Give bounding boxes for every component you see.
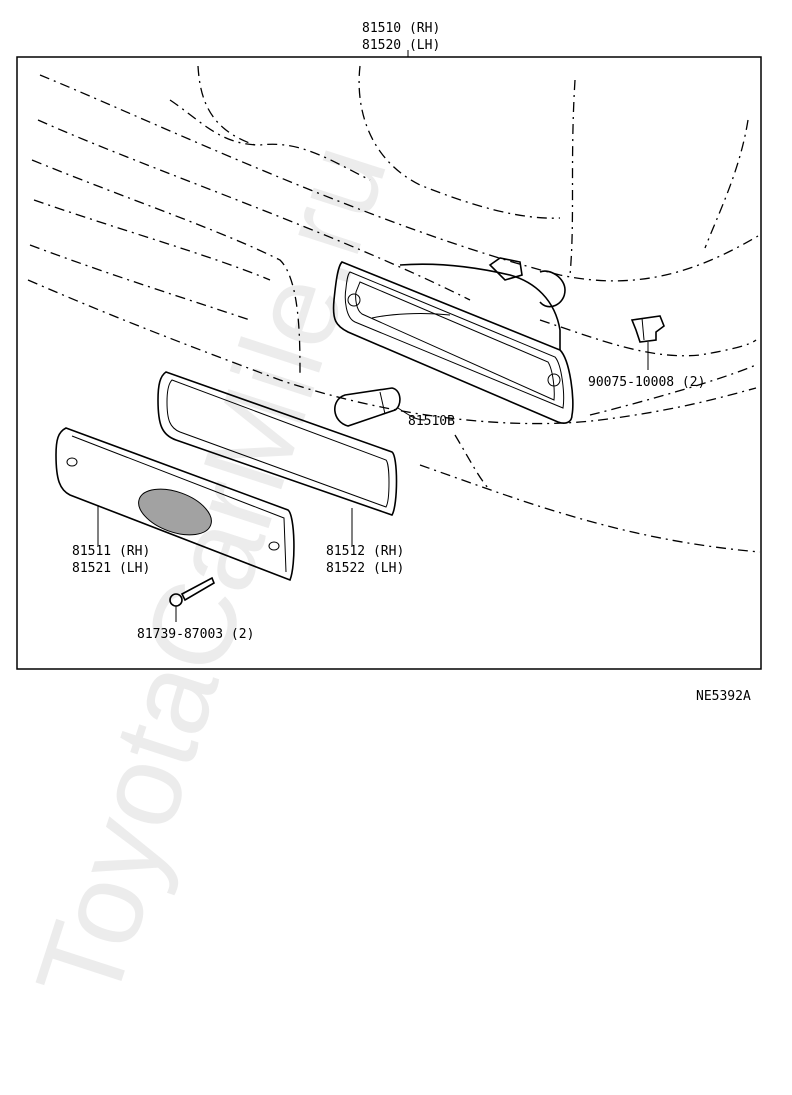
figure-code: NE5392A: [696, 689, 751, 704]
lens-part: [55, 427, 295, 582]
vehicle-body-outline: [27, 65, 761, 553]
diagram-frame: [16, 56, 762, 670]
gasket-label-rh: 81512 (RH): [326, 544, 404, 559]
main-part-label-lh: 81520 (LH): [362, 38, 440, 53]
screw-part: [169, 576, 215, 622]
main-part-label-rh: 81510 (RH): [362, 21, 440, 36]
clip-part: [630, 315, 665, 370]
lens-label-lh: 81521 (LH): [72, 561, 150, 576]
lens-reflector-pattern: [138, 488, 212, 536]
gasket-label-lh: 81522 (LH): [326, 561, 404, 576]
gasket-part: [157, 371, 398, 545]
bulb-part: [334, 387, 426, 427]
clip-label: 90075-10008 (2): [588, 375, 705, 390]
screw-label: 81739-87003 (2): [137, 627, 254, 642]
turn-signal-housing: [332, 257, 574, 424]
bulb-label: 81510B: [408, 414, 455, 429]
lens-label-rh: 81511 (RH): [72, 544, 150, 559]
bulb-leader: [397, 407, 426, 421]
